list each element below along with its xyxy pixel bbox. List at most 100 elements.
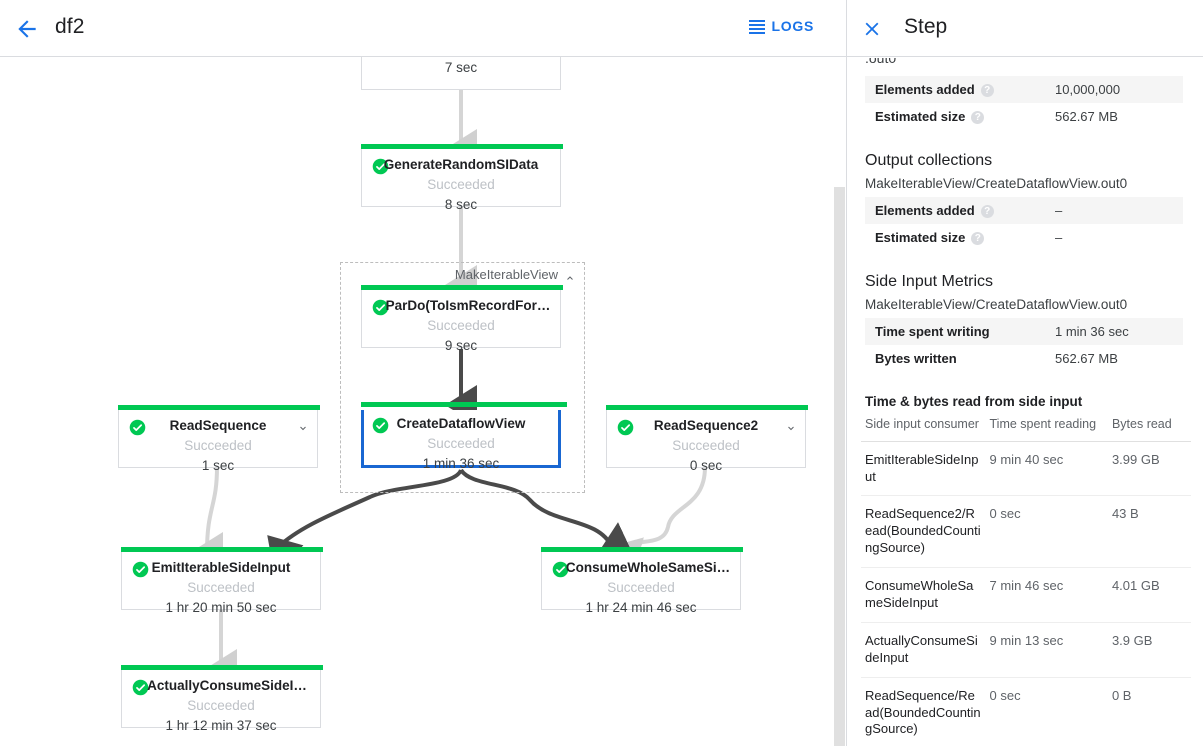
metric-value: 10,000,000 (1055, 82, 1121, 97)
metric-label: Time spent writing (875, 324, 990, 339)
cell-consumer: EmitIterableSideInput (861, 441, 986, 497)
node-time: 1 sec (201, 458, 235, 473)
metric-value: – (1055, 230, 1063, 245)
status-bar (121, 665, 323, 670)
status-bar (361, 402, 567, 407)
metric-label: Elements added (875, 203, 975, 218)
node-status: Succeeded (672, 438, 740, 453)
metric-value: – (1055, 203, 1063, 218)
panel-header: Step (847, 0, 1203, 57)
node-time: 8 sec (444, 197, 478, 212)
check-circle-icon (132, 679, 149, 696)
job-graph-canvas[interactable]: MakeIterableView Succeeded 7 sec Generat… (0, 57, 846, 746)
table-row: Elements added? – (865, 197, 1183, 224)
node-title: ParDo(ToIsmRecordFor… (385, 298, 551, 313)
group-label: MakeIterableView (454, 267, 558, 282)
logs-button[interactable]: LOGS (748, 18, 814, 34)
metric-value: 562.67 MB (1055, 109, 1118, 124)
node-status: Succeeded (184, 438, 252, 453)
chevron-up-icon[interactable] (564, 271, 576, 283)
graph-node-generate-random-si-data[interactable]: GenerateRandomSIData Succeeded 8 sec (361, 144, 563, 212)
page-title: df2 (55, 15, 85, 38)
graph-node-clipped-top[interactable]: Succeeded 7 sec (361, 57, 561, 90)
graph-node-pardo-toismrecordfor[interactable]: ParDo(ToIsmRecordFor… Succeeded 9 sec (361, 285, 563, 353)
input-metrics-table: Elements added? 10,000,000 Estimated siz… (865, 76, 1183, 130)
region-divider (846, 0, 847, 746)
node-status: Succeeded (187, 698, 255, 713)
node-status: Succeeded (187, 580, 255, 595)
help-icon[interactable]: ? (971, 232, 985, 245)
check-circle-icon (129, 419, 146, 436)
close-icon[interactable] (861, 18, 883, 40)
cell-consumer: ReadSequence2/Read(BoundedCountingSource… (861, 495, 986, 569)
node-time: 1 hr 12 min 37 sec (165, 718, 277, 733)
clipped-collection-name: .out0 (865, 58, 897, 66)
graph-scrollbar-thumb[interactable] (834, 187, 845, 746)
column-header-time: Time spent reading (989, 417, 1097, 431)
status-bar (121, 547, 323, 552)
metric-label: Elements added (875, 82, 975, 97)
graph-node-read-sequence2[interactable]: ReadSequence2 Succeeded 0 sec (606, 405, 808, 473)
metric-label: Estimated size (875, 109, 966, 124)
step-details-panel: Step .out0 Elements added? 10,000,000 Es… (847, 0, 1203, 746)
graph-node-emit-iterable-side-input[interactable]: EmitIterableSideInput Succeeded 1 hr 20 … (121, 547, 323, 615)
status-bar (606, 405, 808, 410)
output-collections-heading: Output collections (865, 152, 993, 169)
cell-consumer: ConsumeWholeSameSideInput (861, 567, 986, 623)
panel-body[interactable]: .out0 Elements added? 10,000,000 Estimat… (847, 58, 1203, 746)
side-input-metrics-heading: Side Input Metrics (865, 273, 994, 290)
table-row: ActuallyConsumeSideInput 9 min 13 sec 3.… (861, 622, 1191, 678)
cell-time: 9 min 13 sec (985, 622, 1108, 678)
table-row: EmitIterableSideInput 9 min 40 sec 3.99 … (861, 441, 1191, 497)
cell-consumer: ActuallyConsumeSideInput (861, 622, 986, 678)
chevron-down-icon[interactable] (785, 421, 797, 433)
node-status: Succeeded (427, 436, 495, 451)
check-circle-icon (372, 417, 389, 434)
table-header-row: Side input consumer Time spent reading B… (861, 413, 1191, 442)
status-bar (361, 144, 563, 149)
side-input-write-metrics-table: Time spent writing 1 min 36 sec Bytes wr… (865, 318, 1183, 372)
table-row: Estimated size? 562.67 MB (865, 103, 1183, 130)
graph-node-read-sequence[interactable]: ReadSequence Succeeded 1 sec (118, 405, 320, 473)
graph-scrollbar-track[interactable] (834, 57, 846, 746)
table-row: ReadSequence2/Read(BoundedCountingSource… (861, 495, 1191, 569)
check-circle-icon (372, 158, 389, 175)
node-status: Succeeded (607, 580, 675, 595)
node-status: Succeeded (427, 318, 495, 333)
column-header-consumer: Side input consumer (865, 417, 979, 431)
cell-bytes: 43 B (1107, 495, 1191, 569)
chevron-down-icon[interactable] (297, 421, 309, 433)
node-title: GenerateRandomSIData (383, 157, 539, 172)
help-icon[interactable]: ? (980, 84, 994, 97)
arrow-left-icon[interactable] (14, 16, 40, 42)
check-circle-icon (372, 299, 389, 316)
graph-node-actually-consume-side-input[interactable]: ActuallyConsumeSideI… Succeeded 1 hr 12 … (121, 665, 323, 733)
column-header-bytes: Bytes read (1111, 417, 1172, 431)
side-input-collection-name: MakeIterableView/CreateDataflowView.out0 (865, 297, 1128, 312)
metric-value: 1 min 36 sec (1055, 324, 1129, 339)
status-bar (361, 285, 563, 290)
cell-bytes: 0 B (1107, 677, 1191, 746)
node-time: 1 hr 24 min 46 sec (585, 600, 697, 615)
node-title: ReadSequence (169, 418, 267, 433)
cell-time: 0 sec (985, 495, 1108, 569)
top-bar: df2 LOGS (0, 0, 846, 57)
check-circle-icon (132, 561, 149, 578)
help-icon[interactable]: ? (971, 111, 985, 124)
graph-edges (191, 90, 707, 689)
table-row: Bytes written 562.67 MB (865, 345, 1183, 372)
side-input-read-table: Side input consumer Time spent reading B… (861, 413, 1191, 746)
group-make-iterable-view[interactable]: MakeIterableView (340, 262, 585, 493)
graph-node-create-dataflow-view[interactable]: CreateDataflowView Succeeded 1 min 36 se… (361, 402, 567, 471)
status-bar (541, 547, 743, 552)
graph-node-consume-whole-same-side-input[interactable]: ConsumeWholeSameSi… Succeeded 1 hr 24 mi… (541, 547, 743, 615)
metric-label: Estimated size (875, 230, 966, 245)
logs-button-label: LOGS (771, 18, 814, 34)
node-title: CreateDataflowView (396, 416, 526, 431)
node-time: 7 sec (444, 60, 478, 75)
cell-time: 7 min 46 sec (985, 567, 1108, 623)
node-time: 1 hr 20 min 50 sec (165, 600, 277, 615)
cell-bytes: 3.99 GB (1107, 441, 1191, 497)
help-icon[interactable]: ? (980, 205, 994, 218)
cell-consumer: ReadSequence/Read(BoundedCountingSource) (861, 677, 986, 746)
